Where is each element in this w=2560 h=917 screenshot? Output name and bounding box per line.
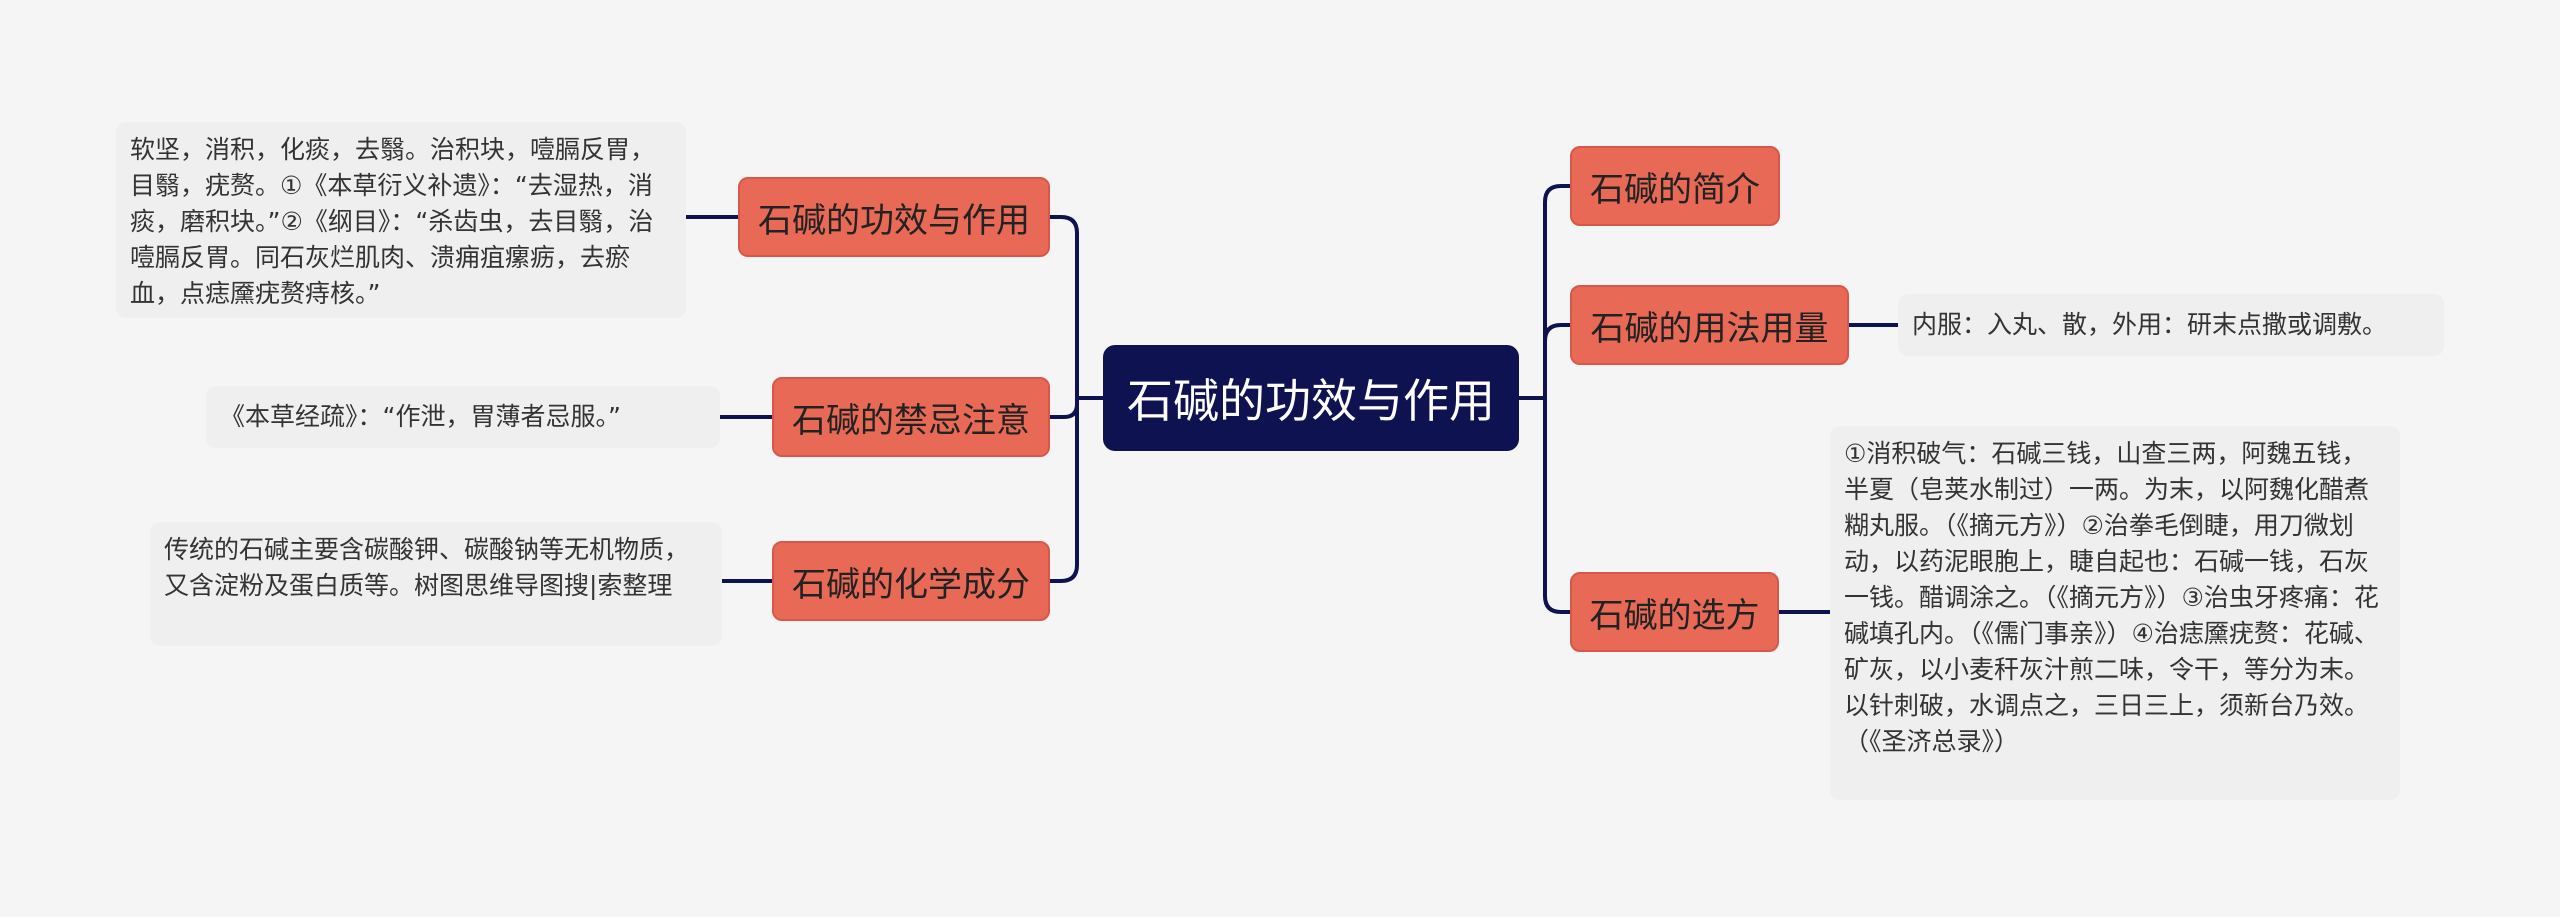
detail-usage: 内服：入丸、散，外用：研末点撒或调敷。 (1898, 294, 2444, 356)
branch-effects[interactable]: 石碱的功效与作用 (738, 177, 1050, 257)
root-node[interactable]: 石碱的功效与作用 (1103, 345, 1519, 451)
connector-right-prescriptions (1543, 396, 1572, 614)
branch-contraindications[interactable]: 石碱的禁忌注意 (772, 377, 1050, 457)
connector-right-usage (1543, 323, 1572, 400)
connector-left-chemistry (1048, 396, 1079, 583)
connector-left-contraindications (1048, 396, 1079, 419)
detail-effects: 软坚，消积，化痰，去翳。治积块，噎膈反胃，目翳，疣赘。①《本草衍义补遗》：“去湿… (116, 122, 686, 318)
connector-left-effects (1048, 215, 1079, 400)
detail-contraindications: 《本草经疏》：“作泄，胃薄者忌服。” (206, 386, 720, 448)
branch-chemistry[interactable]: 石碱的化学成分 (772, 541, 1050, 621)
branch-usage[interactable]: 石碱的用法用量 (1570, 285, 1849, 365)
branch-prescriptions[interactable]: 石碱的选方 (1570, 572, 1779, 652)
branch-intro[interactable]: 石碱的简介 (1570, 146, 1780, 226)
connector-right-intro (1543, 184, 1572, 400)
detail-chemistry: 传统的石碱主要含碳酸钾、碳酸钠等无机物质，又含淀粉及蛋白质等。树图思维导图搜|索… (150, 522, 722, 646)
detail-prescriptions: ①消积破气：石碱三钱，山查三两，阿魏五钱，半夏（皂荚水制过）一两。为末，以阿魏化… (1830, 426, 2400, 800)
